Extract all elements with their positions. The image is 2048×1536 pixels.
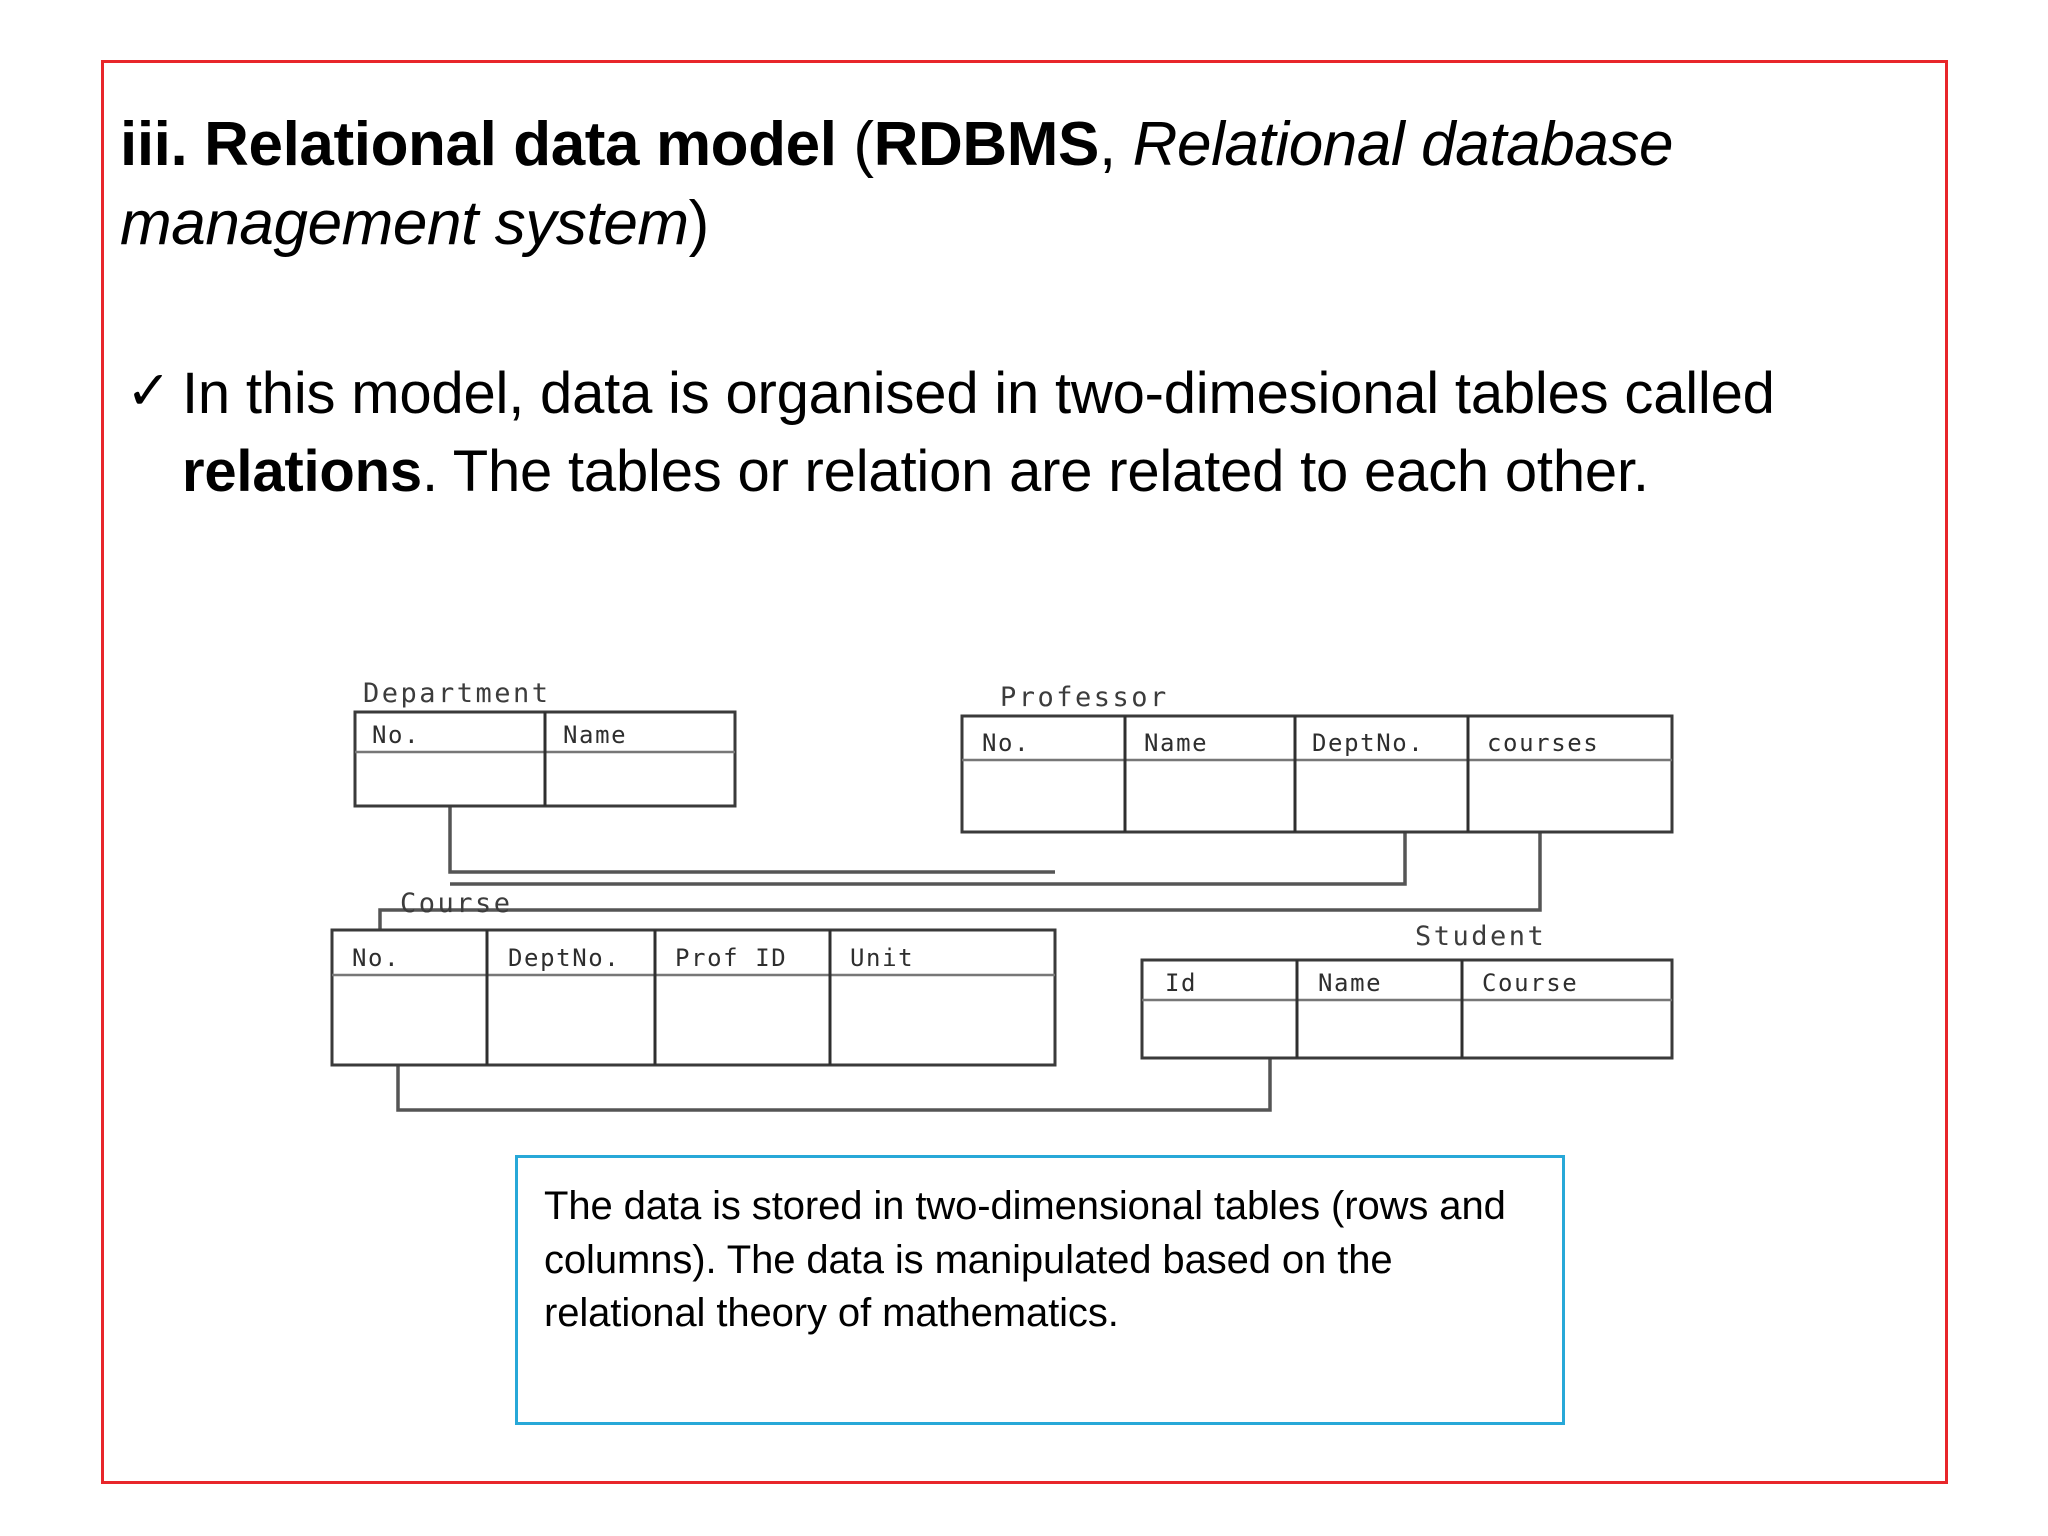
bullet-paragraph: ✓ In this model, data is organised in tw… bbox=[126, 355, 1916, 510]
callout-box: The data is stored in two-dimensional ta… bbox=[515, 1155, 1565, 1425]
bullet-text: In this model, data is organised in two-… bbox=[182, 355, 1916, 510]
bullet-text-part2: . The tables or relation are related to … bbox=[421, 438, 1649, 504]
heading-comma: , bbox=[1098, 110, 1133, 179]
heading-numeral: iii. bbox=[120, 110, 188, 179]
heading-main: Relational data model bbox=[204, 110, 837, 179]
heading-paren-open: ( bbox=[853, 110, 874, 179]
callout-text: The data is stored in two-dimensional ta… bbox=[544, 1184, 1506, 1336]
heading-paren-close: ) bbox=[688, 189, 710, 259]
checkmark-icon: ✓ bbox=[126, 361, 172, 421]
heading-expansion: Relational database management system bbox=[120, 110, 1674, 259]
bullet-text-part1: In this model, data is organised in two-… bbox=[182, 361, 1775, 426]
page-title: iii. Relational data model (RDBMS, Relat… bbox=[120, 105, 1900, 264]
heading-acronym: RDBMS bbox=[873, 110, 1100, 179]
bullet-bold-word: relations bbox=[182, 438, 422, 504]
